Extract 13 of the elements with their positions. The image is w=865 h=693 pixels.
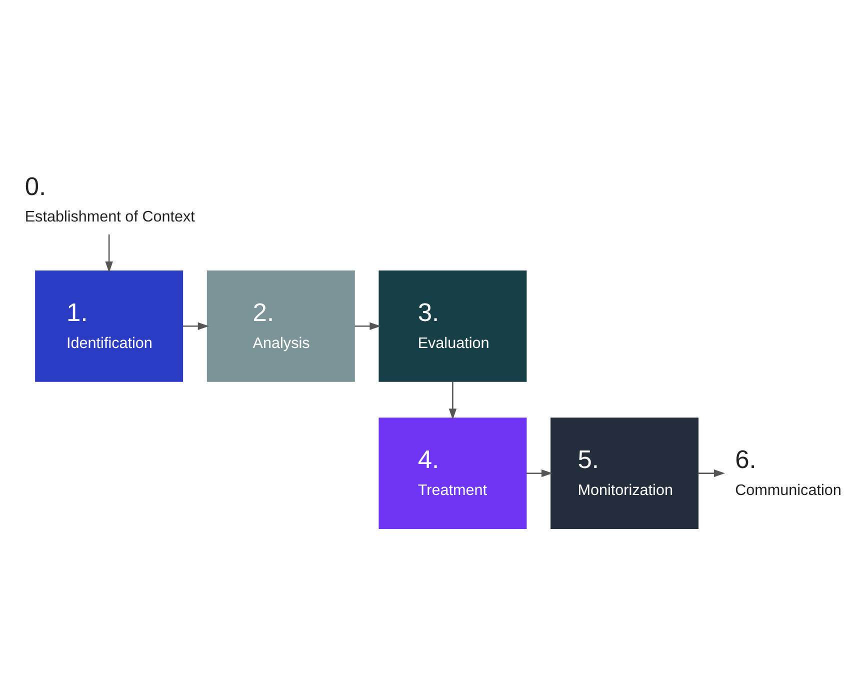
node-text: 0. Establishment of Context	[24, 172, 195, 225]
node-box: 4. Treatment	[378, 417, 527, 529]
node-box: 5. Monitorization	[550, 417, 699, 529]
arrow	[448, 381, 457, 420]
node-box: 3. Evaluation	[378, 270, 527, 382]
arrow	[105, 234, 113, 272]
arrow	[526, 468, 553, 477]
node-box: 2. Analysis	[206, 270, 355, 382]
node-box: 1. Identification	[35, 270, 184, 382]
arrow	[182, 322, 209, 330]
arrow	[354, 322, 381, 330]
arrow	[698, 468, 725, 477]
node-text: 6. Communication	[735, 446, 842, 498]
